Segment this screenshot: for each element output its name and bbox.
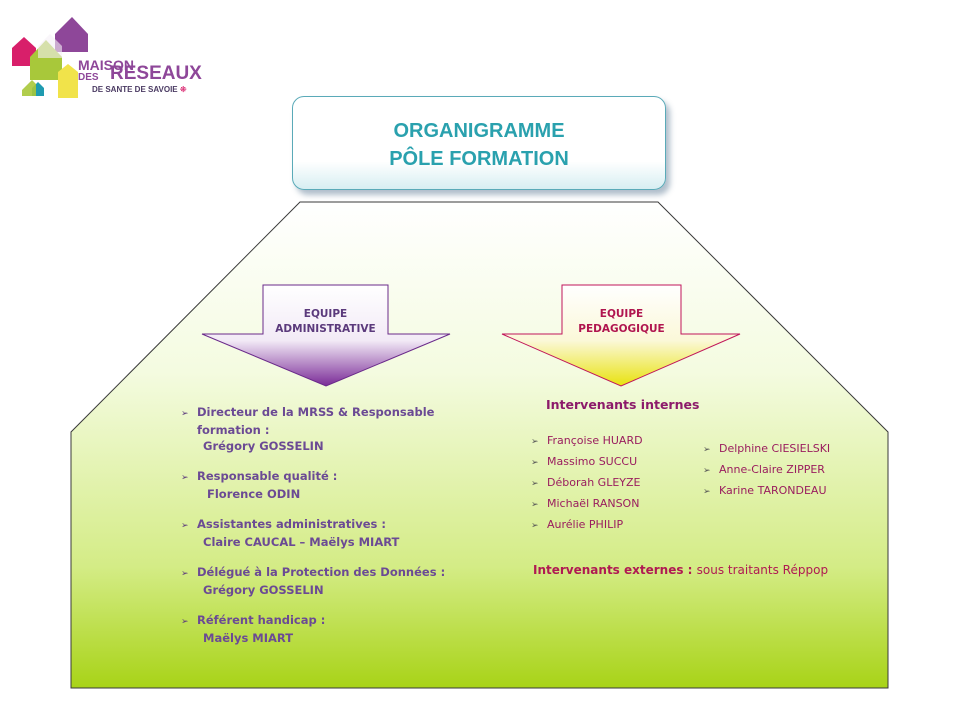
equipe-ped-line1: EQUIPE	[599, 308, 644, 320]
logo-subtitle: DE SANTE DE SAVOIE ⁜	[92, 85, 187, 94]
title-box: ORGANIGRAMME PÔLE FORMATION	[292, 96, 666, 190]
admin-person: Claire CAUCAL – Maëlys MIART	[203, 535, 400, 549]
intervenant-name: Aurélie PHILIP	[547, 518, 624, 531]
arrow-bullet-icon: ➢	[703, 445, 711, 455]
logo-maison: MAISON	[78, 57, 134, 73]
admin-role-cont: formation :	[197, 423, 270, 437]
list-item: ➢ Anne-Claire ZIPPER	[703, 460, 830, 481]
arrow-bullet-icon: ➢	[181, 521, 189, 531]
list-item: ➢ Aurélie PHILIP	[531, 515, 643, 536]
admin-role: Référent handicap :	[197, 613, 326, 627]
list-item: ➢ Délégué à la Protection des Données : G…	[181, 564, 445, 612]
intervenant-name: Anne-Claire ZIPPER	[719, 463, 825, 476]
internes-col1: ➢ Françoise HUARD ➢ Massimo SUCCU ➢ Déborah…	[531, 431, 643, 536]
list-item: ➢ Delphine CIESIELSKI	[703, 439, 830, 460]
list-item: ➢ Responsable qualité : Florence ODIN	[181, 468, 445, 516]
intervenant-name: Michaël RANSON	[547, 497, 640, 510]
list-item: ➢ Assistantes administratives : Claire CA…	[181, 516, 445, 564]
logo-cross-icon: ⁜	[179, 85, 187, 94]
equipe-ped-label: EQUIPE PEDAGOGIQUE	[562, 307, 681, 337]
list-item: ➢ Référent handicap : Maëlys MIART	[181, 612, 445, 652]
intervenants-externes-sep: :	[683, 563, 697, 577]
admin-person: Maëlys MIART	[203, 631, 294, 645]
admin-person: Grégory GOSSELIN	[203, 439, 324, 453]
arrow-bullet-icon: ➢	[181, 473, 189, 483]
equipe-admin-label: EQUIPE ADMINISTRATIVE	[263, 307, 388, 337]
equipe-ped-line2: PEDAGOGIQUE	[578, 323, 665, 335]
intervenants-externes-label: Intervenants externes	[533, 563, 684, 577]
intervenant-name: Karine TARONDEAU	[719, 484, 827, 497]
arrow-bullet-icon: ➢	[703, 487, 711, 497]
arrow-bullet-icon: ➢	[531, 521, 539, 531]
admin-list: ➢ Directeur de la MRSS & Responsable form…	[181, 404, 445, 652]
arrow-bullet-icon: ➢	[531, 458, 539, 468]
arrow-bullet-icon: ➢	[181, 617, 189, 627]
admin-person: Grégory GOSSELIN	[203, 583, 324, 597]
list-item: ➢ Massimo SUCCU	[531, 452, 643, 473]
logo-subtitle-text: DE SANTE DE SAVOIE	[92, 85, 178, 94]
intervenant-name: Françoise HUARD	[547, 434, 643, 447]
intervenants-externes-value: sous traitants Réppop	[696, 563, 829, 577]
page-title-line1: ORGANIGRAMME	[393, 120, 565, 142]
arrow-equipe-administrative	[201, 284, 451, 387]
logo-des: DES	[78, 72, 99, 83]
admin-role: Responsable qualité :	[197, 469, 338, 483]
list-item: ➢ Michaël RANSON	[531, 494, 643, 515]
logo-reseaux: RESEAUX	[110, 63, 202, 84]
intervenant-name: Déborah GLEYZE	[547, 476, 641, 489]
admin-role: Assistantes administratives :	[197, 517, 386, 531]
arrow-bullet-icon: ➢	[531, 479, 539, 489]
list-item: ➢ Françoise HUARD	[531, 431, 643, 452]
intervenant-name: Massimo SUCCU	[547, 455, 638, 468]
arrow-bullet-icon: ➢	[181, 569, 189, 579]
intervenants-externes: Intervenants externes : sous traitants R…	[533, 563, 828, 577]
list-item: ➢ Karine TARONDEAU	[703, 481, 830, 502]
internes-col2: ➢ Delphine CIESIELSKI ➢ Anne-Claire ZIPPER…	[703, 439, 830, 502]
equipe-admin-line2: ADMINISTRATIVE	[275, 323, 376, 335]
admin-person: Florence ODIN	[207, 487, 301, 501]
equipe-admin-line1: EQUIPE	[303, 308, 348, 320]
admin-role: Délégué à la Protection des Données :	[197, 565, 446, 579]
arrow-bullet-icon: ➢	[531, 500, 539, 510]
arrow-bullet-icon: ➢	[181, 409, 189, 419]
intervenant-name: Delphine CIESIELSKI	[719, 442, 831, 455]
arrow-bullet-icon: ➢	[531, 437, 539, 447]
list-item: ➢ Directeur de la MRSS & Responsable form…	[181, 404, 445, 468]
page-title-line2: PÔLE FORMATION	[389, 148, 569, 170]
list-item: ➢ Déborah GLEYZE	[531, 473, 643, 494]
intervenants-internes-heading: Intervenants internes	[546, 397, 700, 412]
admin-role: Directeur de la MRSS & Responsable	[197, 405, 435, 419]
arrow-equipe-pedagogique	[501, 284, 741, 387]
logo-icon	[12, 17, 88, 98]
arrow-bullet-icon: ➢	[703, 466, 711, 476]
